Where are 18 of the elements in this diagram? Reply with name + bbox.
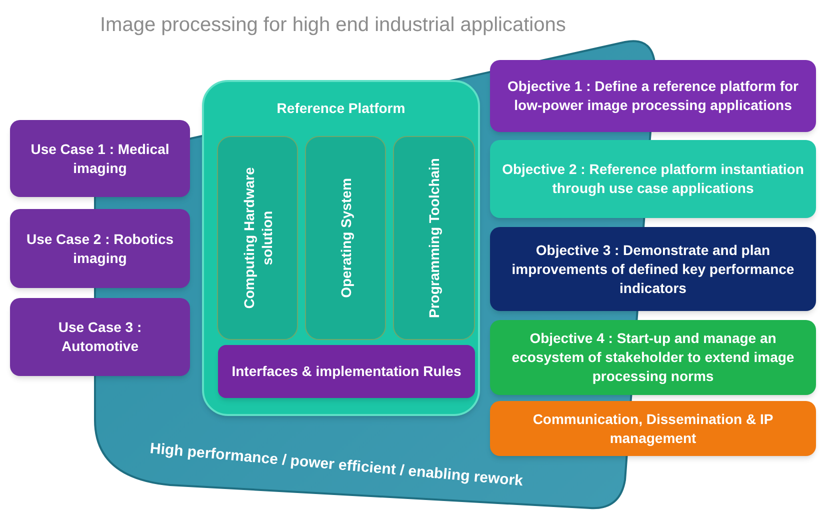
- column-label: Programming Toolchain: [425, 158, 443, 318]
- diagram-title: Image processing for high end industrial applications: [100, 13, 566, 38]
- objective-box: Objective 3 : Demonstrate and plan improvements of defined key performance indicators: [490, 227, 816, 311]
- column-label: Operating System: [336, 178, 354, 298]
- platform-box: [202, 80, 480, 416]
- use-case-box: Use Case 1 : Medical imaging: [10, 120, 190, 197]
- objective-box: Objective 1 : Define a reference platform for low-power image processing applications: [490, 60, 816, 132]
- component-column: [393, 136, 475, 340]
- platform-title: Reference Platform: [276, 99, 406, 118]
- column-label: Computing Hardware solution: [240, 166, 276, 311]
- objective-box: Objective 2 : Reference platform instantiation through use case applications: [490, 140, 816, 218]
- objective-box: Communication, Dissemination & IP management: [490, 401, 816, 456]
- objective-box: Objective 4 : Start-up and manage an ecosystem of stakeholder to extend image processing norms: [490, 320, 816, 395]
- use-case-box: Use Case 2 : Robotics imaging: [10, 209, 190, 288]
- interfaces-bar: Interfaces & implementation Rules: [218, 345, 475, 398]
- use-case-box: Use Case 3 : Automotive: [10, 298, 190, 376]
- component-column: [305, 136, 386, 340]
- component-column: [217, 136, 298, 340]
